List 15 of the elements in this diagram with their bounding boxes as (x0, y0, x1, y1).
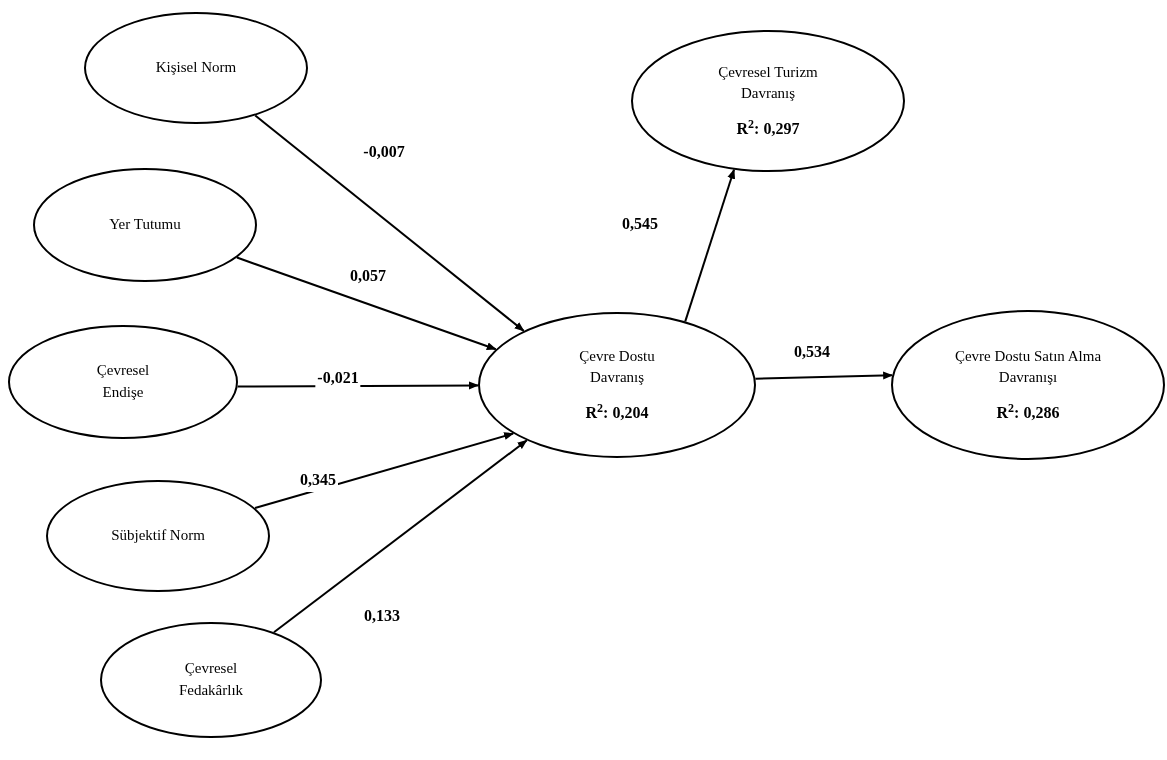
arrow (254, 114, 525, 332)
arrow (272, 439, 528, 634)
arrow (254, 432, 515, 509)
construct-name: Yer Tutumu (109, 215, 181, 235)
r-squared-value: R$^{2}$: 0,204 (585, 401, 649, 424)
construct-name: Sübjektif Norm (111, 526, 205, 546)
arrow (235, 256, 497, 351)
construct-name: Çevresel Turizm Davranış (717, 62, 819, 104)
construct-name: Çevresel Fedakârlık (177, 659, 245, 700)
r-squared-value: R$^{2}$: 0,286 (996, 401, 1060, 424)
construct-name: Kişisel Norm (155, 58, 237, 78)
r-squared-value: R$^{2}$: 0,297 (736, 117, 800, 140)
construct-name: Çevresel Endişe (95, 361, 151, 402)
construct-name: Çevre Dostu Davranış (578, 346, 656, 388)
construct-name: Çevre Dostu Satın Alma Davranışı (953, 346, 1103, 388)
